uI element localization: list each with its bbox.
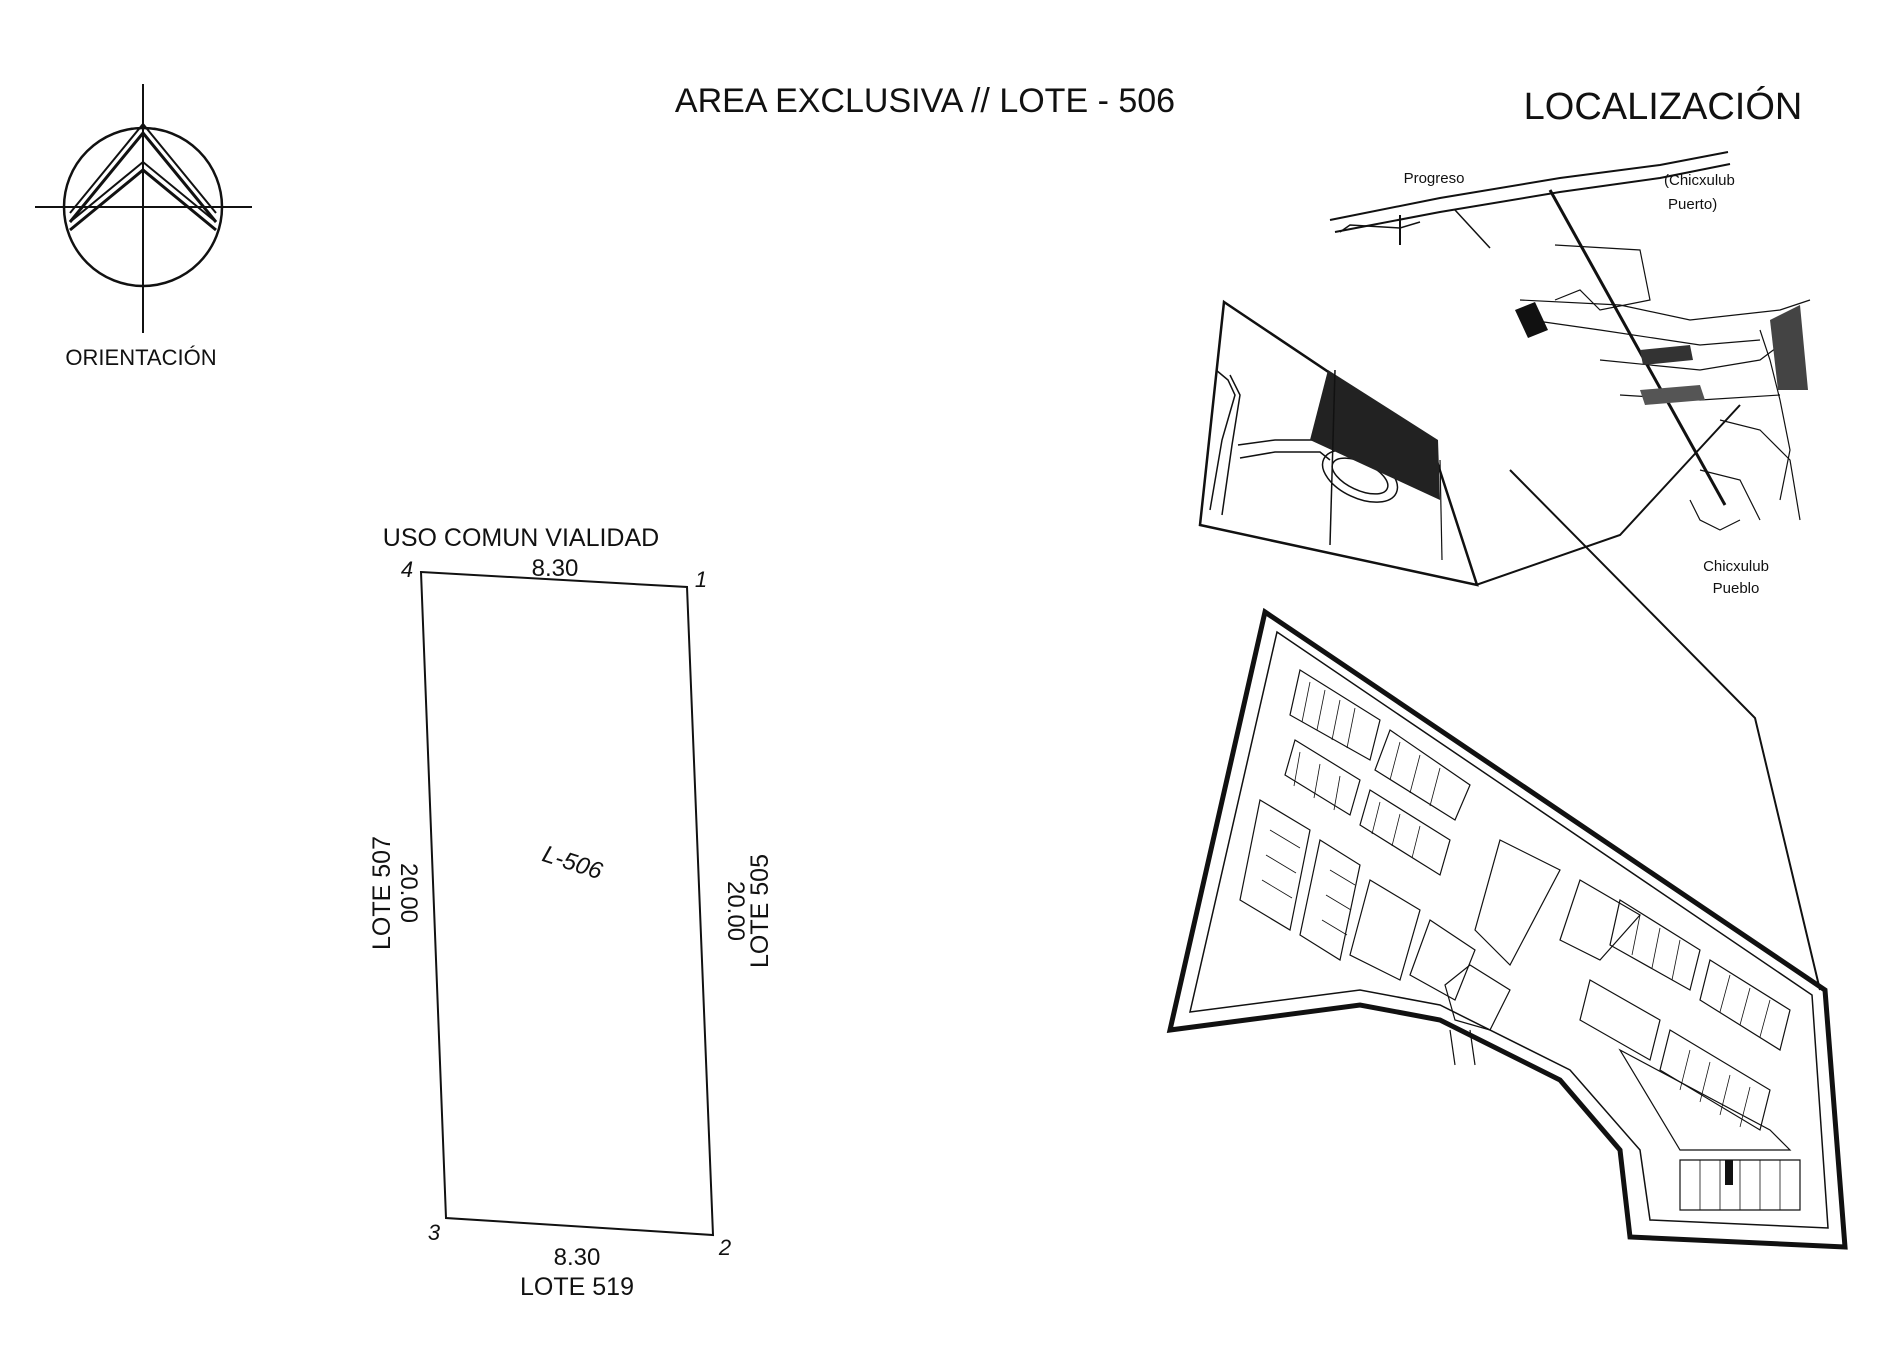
orientation-label: ORIENTACIÓN [65, 345, 216, 370]
north-arrow-icon [35, 84, 252, 333]
lot-polygon [419, 570, 715, 1237]
lot-dim-right: 20.00 [722, 881, 749, 941]
lot-left-label: LOTE 507 [368, 836, 396, 950]
place-chicxulub-puerto-1: (Chicxulub [1664, 172, 1735, 189]
lot-dim-bottom: 8.30 [554, 1244, 601, 1271]
lot-right-label: LOTE 505 [746, 854, 774, 968]
lot-top-label: USO COMUN VIALIDAD [383, 524, 659, 552]
inset-map [1198, 299, 1479, 587]
lot-vertex-2: 2 [718, 1235, 731, 1260]
lot-vertex-4: 4 [401, 557, 413, 582]
place-progreso: Progreso [1404, 170, 1465, 187]
lot-id-label: L-506 [539, 841, 606, 886]
page-title: AREA EXCLUSIVA // LOTE - 506 [675, 82, 1175, 120]
lot-vertex-1: 1 [695, 567, 707, 592]
location-title: LOCALIZACIÓN [1524, 85, 1803, 128]
place-chicxulub-puerto-2: Puerto) [1668, 196, 1717, 213]
place-chicxulub-pueblo-2: Pueblo [1713, 580, 1760, 597]
lot-vertex-3: 3 [428, 1220, 441, 1245]
zoom-callout-lines [1475, 404, 1821, 991]
lot-dim-left: 20.00 [395, 863, 422, 923]
subdivision-plan [1166, 607, 1848, 1250]
regional-map [1329, 151, 1811, 531]
lot-dim-top: 8.30 [532, 555, 579, 582]
lot-bottom-label: LOTE 519 [520, 1273, 634, 1301]
place-chicxulub-pueblo-1: Chicxulub [1703, 558, 1769, 575]
